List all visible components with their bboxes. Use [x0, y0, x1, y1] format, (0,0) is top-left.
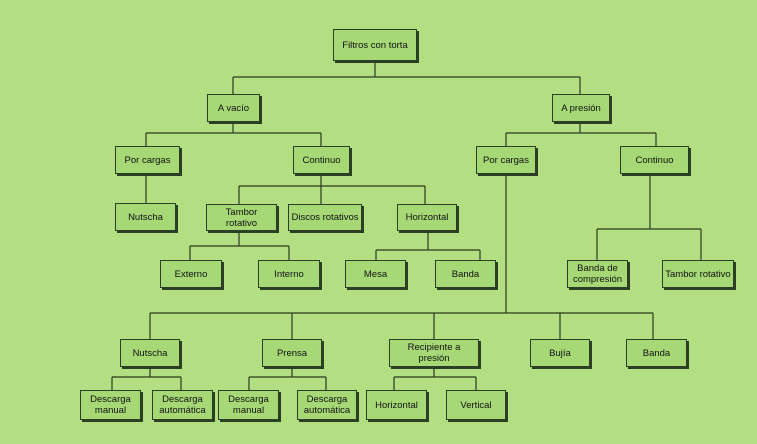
node-prensa-descarga-manual: Descarga manual	[218, 390, 279, 420]
node-horizontal: Horizontal	[397, 204, 457, 231]
node-vacio-nutscha: Nutscha	[115, 203, 176, 231]
node-discos-rotativos: Discos rotativos	[288, 204, 362, 231]
node-nutscha-descarga-manual: Descarga manual	[80, 390, 141, 420]
node-banda-de-compresion: Banda de compresión	[567, 260, 628, 288]
node-filtros-con-torta: Filtros con torta	[333, 29, 417, 61]
node-a-vacio: A vacío	[207, 94, 260, 122]
node-a-presion: A presión	[552, 94, 610, 122]
node-recipiente-a-presion: Recipiente a presión	[389, 339, 479, 367]
node-mesa: Mesa	[345, 260, 406, 288]
node-presion-continuo: Continuo	[620, 146, 689, 174]
node-tambor-rotativo: Tambor rotativo	[206, 204, 277, 231]
node-prensa-descarga-automatica: Descarga automática	[297, 390, 357, 420]
node-prensa: Prensa	[262, 339, 322, 367]
node-recipiente-vertical: Vertical	[446, 390, 506, 420]
node-vacio-banda: Banda	[435, 260, 496, 288]
node-presion-banda: Banda	[626, 339, 687, 367]
node-interno: Interno	[258, 260, 320, 288]
node-nutscha-descarga-automatica: Descarga automática	[152, 390, 213, 420]
node-recipiente-horizontal: Horizontal	[366, 390, 427, 420]
node-vacio-por-cargas: Por cargas	[115, 146, 180, 174]
node-presion-por-cargas: Por cargas	[476, 146, 536, 174]
node-bujia: Bujía	[530, 339, 590, 367]
node-presion-nutscha: Nutscha	[120, 339, 180, 367]
node-vacio-continuo: Continuo	[293, 146, 350, 174]
node-externo: Externo	[160, 260, 222, 288]
node-presion-tambor-rotativo: Tambor rotativo	[662, 260, 734, 288]
